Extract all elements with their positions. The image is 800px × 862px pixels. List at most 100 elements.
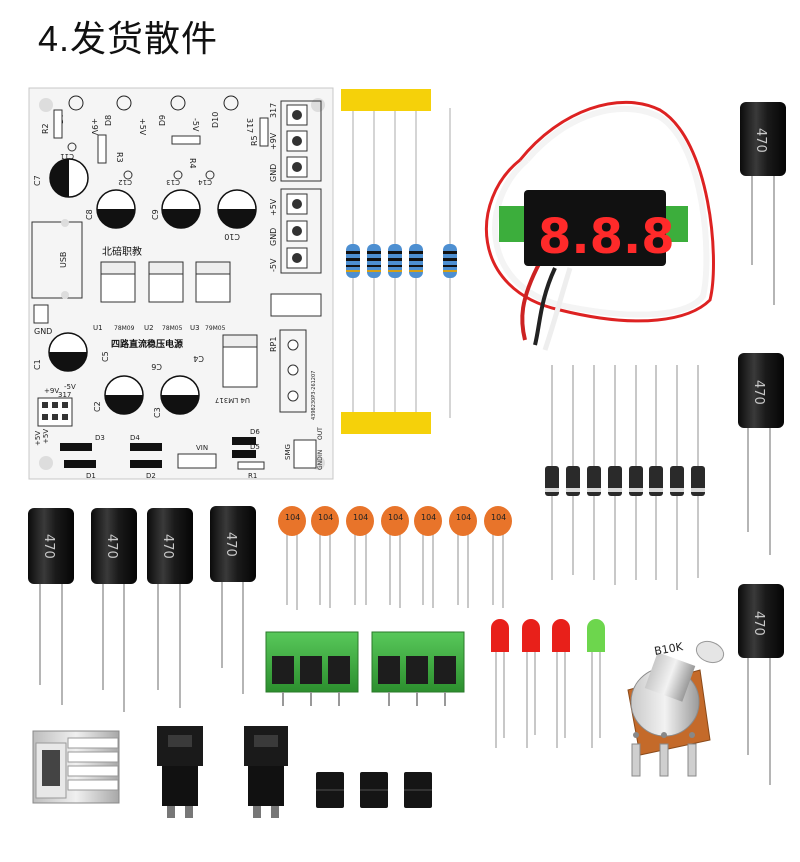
pcb-terminal-footprints [279,100,322,413]
label-gnd-left: GND [34,327,52,336]
label-c14: C14 [198,178,212,186]
label-rp1: RP1 [269,337,278,352]
resistor-strip [341,89,457,434]
voltmeter-icon: 8.8.8 [484,100,715,351]
electrolytic-capacitor-icon: 470 [28,508,74,705]
label-d1: D1 [86,472,96,480]
label-u3: U3 [190,324,200,332]
title-number: 4. [38,18,71,59]
electrolytic-capacitor-icon: 470 [740,102,786,305]
pcb-serial: 4398230P3-261207 [311,371,317,420]
label-c8: C8 [85,209,94,220]
electrolytic-capacitor-icon: 470 [147,508,193,708]
label-c11: C11 [60,152,74,160]
label-r5: R5 [250,135,259,146]
label-gnd-right-2: GND [269,228,278,246]
page-title: 4.发货散件 [38,10,218,62]
label-gnd-right-1: GND [269,164,278,182]
label-c5: C5 [101,351,110,362]
label-p9v-right: +9V [269,132,278,150]
label-p9v-jp: +9V [44,387,59,395]
diode-group [545,365,705,590]
label-u1-model: 78M09 [114,325,135,332]
label-317-top: 317 [245,118,254,133]
ceramic-label: 104 [318,513,333,522]
label-r3: R3 [115,152,124,163]
pcb-cap-footprints [48,158,257,415]
svg-text:470: 470 [751,611,766,636]
label-u4: U4 LM317 [215,396,250,404]
ceramic-label: 104 [421,513,436,522]
label-p9v-top: +9V [90,118,99,136]
label-c4: C4 [193,354,204,363]
label-u2-model: 78M05 [162,325,183,332]
label-d2: D2 [146,472,156,480]
label-smg: SMG [284,444,292,460]
label-c7: C7 [33,175,42,186]
label-d4: D4 [130,434,140,442]
ceramic-label: 104 [353,513,368,522]
ceramic-label: 104 [456,513,471,522]
jumper-cap-icon [316,772,432,808]
led-group [491,619,605,748]
label-usb: USB [59,252,68,268]
label-c2: C2 [93,401,102,412]
electrolytic-capacitor-icon: 470 [738,353,784,555]
svg-text:470: 470 [751,380,766,405]
electrolytic-capacitor-icon: 470 [91,508,137,712]
regulator-icon [157,726,203,818]
title-text: 发货散件 [70,19,219,60]
label-u2: U2 [144,324,154,332]
label-c3: C3 [153,407,162,418]
svg-text:470: 470 [753,128,768,153]
ceramic-label: 104 [491,513,506,522]
resistor-bodies [346,244,457,278]
svg-text:470: 470 [160,534,175,559]
label-r2: R2 [41,123,50,134]
pcb-brand: 北碚职教 [102,245,142,258]
regulator-icon [244,726,288,818]
label-m5v-jp: -5V [64,383,76,391]
label-u1: U1 [93,324,103,332]
label-317-jp: 317 [58,391,71,399]
label-p5v-jp: +5V [42,429,50,444]
label-c13: C13 [166,178,180,186]
electrolytic-capacitor-icon: 470 [738,584,784,785]
label-vin: VIN [196,444,208,452]
capacitor-group: 470 470 470 470 470 [28,102,786,785]
label-d3: D3 [95,434,105,442]
label-r1: R1 [248,472,257,480]
label-u3-model: 79M05 [205,325,226,332]
label-c1: C1 [33,359,42,370]
label-c9: C9 [151,209,160,220]
label-out: OUT [317,427,324,440]
voltmeter-digits: 8.8.8 [538,209,675,265]
label-c10: C10 [224,232,240,241]
label-p5v-right: +5V [269,198,278,216]
label-d6: D6 [250,428,260,436]
pot-marking: B10K [653,640,684,658]
usb-connector-icon [32,730,120,804]
label-gnd-smg: GND [317,456,324,470]
label-p5v-left: +5V [34,431,42,446]
label-317-right: 317 [269,103,278,118]
label-d8: D8 [104,115,113,126]
svg-text:470: 470 [223,532,238,557]
terminal-block-icon [265,631,359,706]
pcb-diode-footprints [60,437,317,470]
label-m5v-top: -5V [191,118,200,132]
label-d10: D10 [211,112,220,128]
electrolytic-capacitor-icon: 470 [210,506,256,694]
svg-text:470: 470 [104,534,119,559]
label-in: IN [317,450,324,456]
label-p5v-top: +5V [138,118,147,136]
label-r4: R4 [188,158,197,169]
regulator-footprints [100,261,322,388]
ceramic-label: 104 [388,513,403,522]
ceramic-label: 104 [285,513,300,522]
label-d9: D9 [158,115,167,126]
svg-text:470: 470 [41,534,56,559]
potentiometer-icon: B10K [627,640,725,777]
ceramic-capacitor-group: 104 104 104 104 104 104 104 [278,506,512,610]
